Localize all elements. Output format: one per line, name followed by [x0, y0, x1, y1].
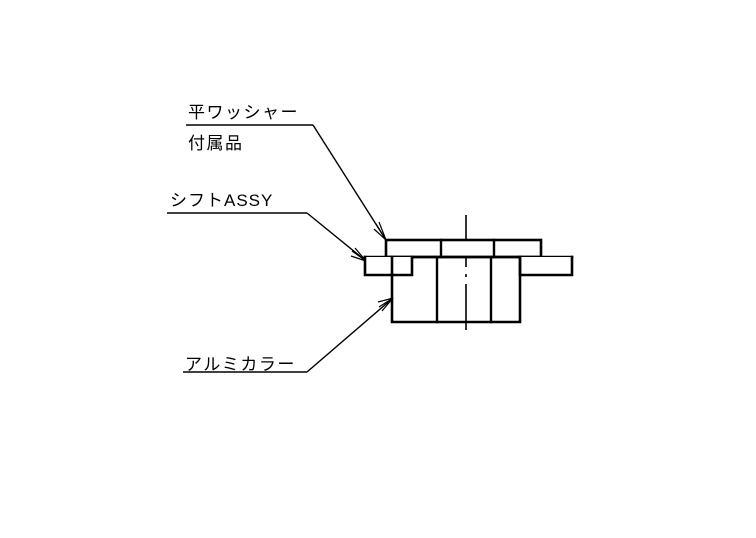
part-outlines-group: [363, 238, 574, 324]
top-shelf-outline: [384, 238, 543, 259]
shift-assy-arrowhead-b: [351, 250, 367, 262]
alumi-collar-arrowhead-b: [378, 297, 394, 308]
flat-washer-arrowhead-a: [373, 228, 387, 241]
alumi-collar-arrowhead-a: [377, 297, 394, 303]
washer-band: [363, 255, 574, 277]
flat-washer-label-line2: 付属品: [188, 134, 244, 153]
alumi-collar-leader: [183, 297, 394, 373]
collar-body-outline: [390, 255, 522, 324]
top-shelf-washer-stack: [384, 238, 543, 259]
shift-assy-arrowhead-a: [350, 255, 367, 262]
collar-body: [390, 255, 522, 324]
alumi-collar-leader-diagonal: [306, 297, 394, 373]
flat-washer-leader-diagonal: [312, 124, 387, 241]
alumi-collar-label: アルミカラー: [185, 355, 296, 374]
flat-washer-label-line1: 平ワッシャー: [188, 103, 299, 122]
flat-washer-leader: [186, 124, 387, 241]
shift-assy-label: シフトASSY: [170, 191, 274, 210]
shift-assy-leader: [167, 212, 367, 262]
leader-lines-group: [167, 124, 394, 373]
flat-washer-arrowhead-c: [378, 221, 387, 241]
shift-assy-leader-diagonal: [306, 212, 367, 262]
washer-left-tab: [363, 255, 414, 277]
washer-right-tab: [518, 255, 574, 277]
